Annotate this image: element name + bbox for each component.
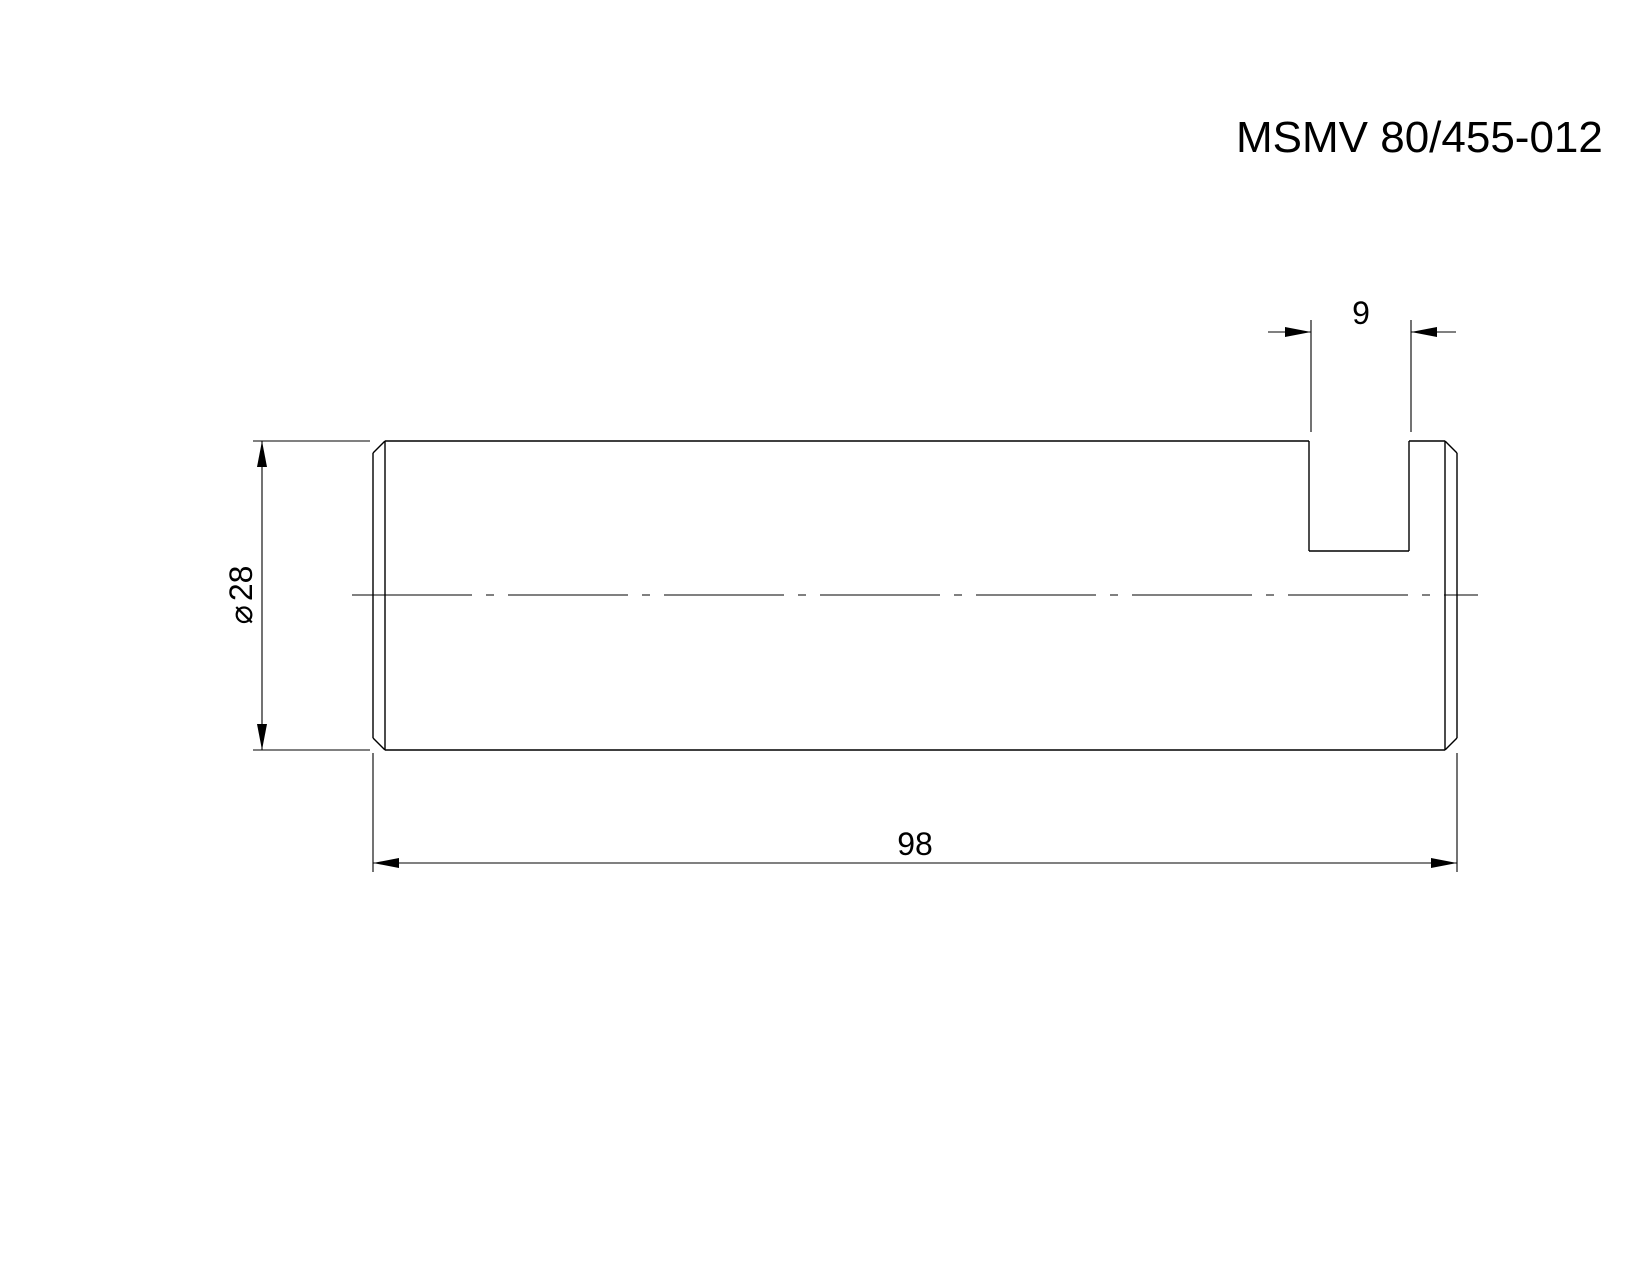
diameter-value: 28: [223, 566, 259, 602]
diameter-symbol: ⌀: [223, 605, 259, 624]
diameter-dimension: ⌀ 28: [223, 440, 370, 751]
svg-text:⌀28: ⌀ 28: [223, 566, 259, 625]
length-dimension: 98: [372, 753, 1458, 872]
drawing-title: MSMV 80/455-012: [1236, 113, 1603, 162]
length-value: 98: [897, 826, 933, 862]
slot-width-dimension: 9: [1268, 295, 1456, 432]
slot-width-value: 9: [1352, 295, 1370, 331]
